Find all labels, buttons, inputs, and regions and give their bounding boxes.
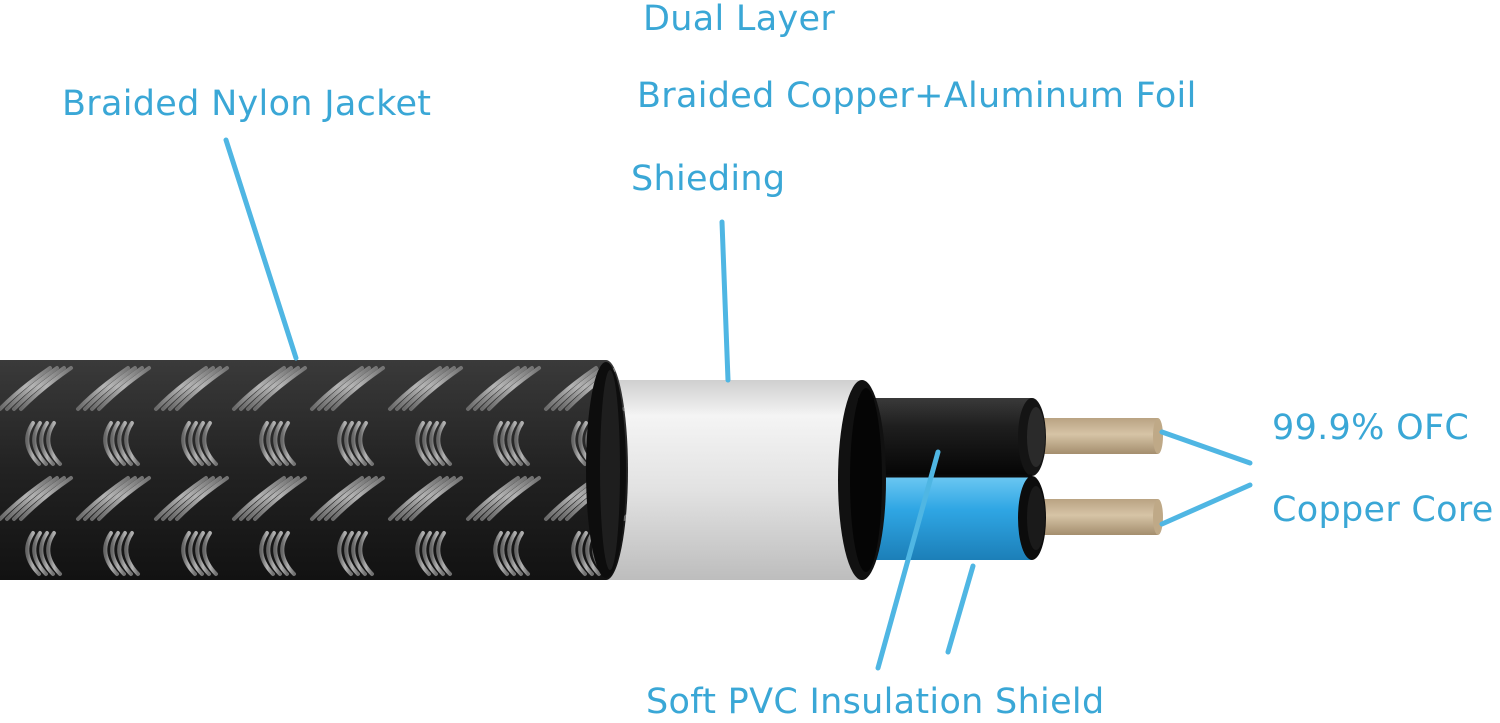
braid-strand [493,421,530,466]
label-braided-nylon-jacket: Braided Nylon Jacket [62,84,432,124]
braid-strand [702,588,773,629]
braid-strand [232,476,307,521]
braid-strand [25,531,62,576]
braid-strand [154,366,229,411]
leader-pvc-blue [945,563,976,655]
braid-strand [415,421,452,466]
braid-strand [259,531,296,576]
leader-pvc-black [875,449,941,671]
braid-strand [234,588,305,629]
pvc-insulated-wires [860,398,1046,560]
braided-nylon-jacket [0,360,773,629]
leader-jacket [223,137,299,361]
braid-strand [181,531,218,576]
braid-strand [0,476,73,521]
leader-ofc-top [1159,429,1253,466]
braid-strand [624,588,695,629]
label-braided-copper-foil: Braided Copper+Aluminum Foil [637,76,1197,116]
braid-strand [76,476,151,521]
braid-strand [388,366,463,411]
braid-strand [154,476,229,521]
label-ofc: 99.9% OFC [1272,408,1470,448]
braid-strand [388,476,463,521]
braid-strand [156,588,227,629]
braid-strand [0,366,73,411]
leader-lines [223,137,1253,671]
braid-strand [259,421,296,466]
label-dual-layer: Dual Layer [643,0,836,39]
foil-shield-layer [606,380,886,580]
braid-strand [466,366,541,411]
label-shieding: Shieding [631,159,786,199]
braid-strand [546,588,617,629]
braid-strand [103,421,140,466]
label-soft-pvc-insulation: Soft PVC Insulation Shield [646,682,1105,722]
braid-strand [312,588,383,629]
braid-strand [493,531,530,576]
braid-strand [232,366,307,411]
braid-strand [466,476,541,521]
braid-strand [0,588,71,629]
braid-strand [415,531,452,576]
braid-strand [76,366,151,411]
leader-ofc-bottom [1159,482,1253,527]
braid-strand [181,421,218,466]
braid-strand [310,366,385,411]
braid-strand [78,588,149,629]
braid-strand [25,421,62,466]
leader-shield [719,219,731,383]
braid-strand [337,421,374,466]
braid-strand [468,588,539,629]
braid-strand [337,531,374,576]
braid-strand [103,531,140,576]
label-copper-core: Copper Core [1272,490,1494,530]
braid-strand [390,588,461,629]
braid-strand [310,476,385,521]
